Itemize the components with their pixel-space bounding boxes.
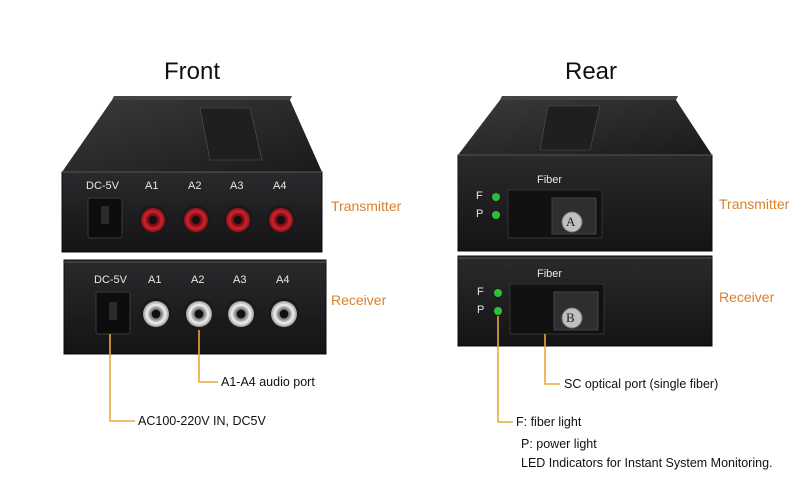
port-b-letter: B xyxy=(566,310,575,325)
tx-port-label-a2: A2 xyxy=(188,180,202,192)
front-heading: Front xyxy=(164,58,221,85)
tx-led-p-label: P xyxy=(476,208,484,220)
rx-rca-ports xyxy=(140,298,300,330)
sc-port-callout: SC optical port (single fiber) xyxy=(564,377,719,391)
tx-led-f-label: F xyxy=(476,190,483,202)
rx-port-label-a2: A2 xyxy=(191,274,205,286)
rear-heading: Rear xyxy=(565,58,618,85)
rx-dc-label: DC-5V xyxy=(94,274,128,286)
tx-rca-ports xyxy=(138,205,296,235)
rx-led-f-label: F xyxy=(477,286,484,298)
tx-dc-label: DC-5V xyxy=(86,180,120,192)
rx-fiber-label: Fiber xyxy=(537,268,563,280)
rx-port-label-a1: A1 xyxy=(148,274,162,286)
tx-port-label-a4: A4 xyxy=(273,180,287,192)
rear-transmitter-label: Transmitter xyxy=(719,196,790,212)
tx-port-label-a3: A3 xyxy=(230,180,244,192)
rx-led-p-label: P xyxy=(477,304,485,316)
power-in-callout: AC100-220V IN, DC5V xyxy=(138,414,266,428)
tx-port-label-a1: A1 xyxy=(145,180,159,192)
rx-port-label-a4: A4 xyxy=(276,274,290,286)
power-light-callout: P: power light xyxy=(521,437,597,451)
rx-port-label-a3: A3 xyxy=(233,274,247,286)
callout-lines xyxy=(109,316,560,423)
front-transmitter-label: Transmitter xyxy=(331,198,402,214)
audio-port-callout: A1-A4 audio port xyxy=(221,375,315,389)
led-note-callout: LED Indicators for Instant System Monito… xyxy=(521,456,773,470)
fiber-light-callout: F: fiber light xyxy=(516,415,582,429)
front-receiver-label: Receiver xyxy=(331,292,387,308)
port-a-letter: A xyxy=(566,214,576,229)
rear-receiver-label: Receiver xyxy=(719,289,775,305)
tx-fiber-label: Fiber xyxy=(537,174,563,186)
